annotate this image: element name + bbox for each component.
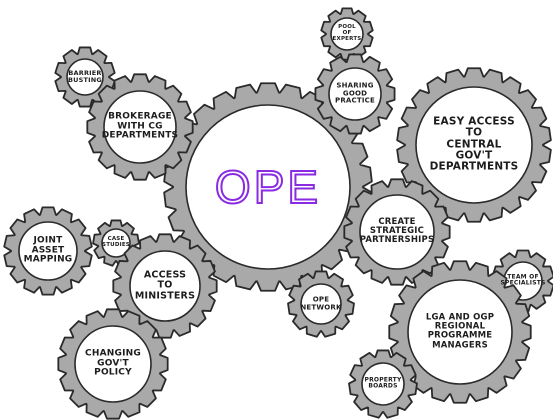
gear-property-boards bbox=[348, 349, 418, 419]
gear-face-hub bbox=[185, 104, 351, 270]
gear-pool-of-experts bbox=[320, 7, 374, 61]
gear-hub bbox=[163, 82, 373, 292]
gear-face-pool-of-experts bbox=[330, 17, 364, 51]
gear-face-access-to-ministers bbox=[129, 250, 201, 322]
gear-label-joint-asset-mapping: JOINT ASSET MAPPING bbox=[23, 235, 73, 265]
gear-label-ope-network: OPE NETWORK bbox=[300, 295, 342, 311]
gear-changing-govt-policy bbox=[57, 308, 169, 420]
gear-joint-asset-mapping bbox=[3, 206, 93, 296]
gear-label-team-of-specialists: TEAM OF SPECIALISTS bbox=[500, 273, 546, 287]
gear-label-pool-of-experts: POOL OF EXPERTS bbox=[332, 24, 362, 42]
gear-face-lga-ogp bbox=[407, 279, 513, 385]
gear-face-easy-access bbox=[415, 86, 533, 204]
gear-face-joint-asset-mapping bbox=[18, 221, 78, 281]
gear-label-access-to-ministers: ACCESS TO MINISTERS bbox=[134, 269, 196, 302]
gear-label-create-strategic-partnerships: CREATE STRATEGIC PARTNERSHIPS bbox=[359, 217, 435, 246]
hub-label: OPE bbox=[214, 161, 322, 213]
gear-access-to-ministers bbox=[112, 233, 218, 339]
gear-face-case-studies bbox=[101, 228, 131, 258]
gear-create-strategic-partnerships bbox=[343, 178, 451, 286]
gear-label-case-studies: CASE STUDIES bbox=[102, 236, 130, 248]
gear-label-property-boards: PROPERTY BOARDS bbox=[364, 376, 402, 390]
gear-face-sharing-good-practice bbox=[328, 67, 382, 121]
gear-label-easy-access: EASY ACCESS TO CENTRAL GOV'T DEPARTMENTS bbox=[429, 115, 519, 173]
gear-label-changing-govt-policy: CHANGING GOV'T POLICY bbox=[85, 348, 141, 378]
gear-face-property-boards bbox=[361, 362, 405, 406]
gear-label-barrier-busting: BARRIER BUSTING bbox=[68, 68, 102, 84]
gear-sharing-good-practice bbox=[314, 53, 396, 135]
gear-easy-access bbox=[396, 67, 552, 223]
gear-face-create-strategic-partnerships bbox=[359, 194, 435, 270]
gear-label-brokerage: BROKERAGE WITH CG DEPARTMENTS bbox=[101, 111, 179, 141]
gear-face-brokerage bbox=[103, 90, 177, 164]
gear-label-lga-ogp: LGA AND OGP REGIONAL PROGRAMME MANAGERS bbox=[425, 312, 495, 351]
gear-brokerage bbox=[86, 73, 194, 181]
gear-ope-network bbox=[287, 270, 355, 338]
gear-label-sharing-good-practice: SHARING GOOD PRACTICE bbox=[335, 81, 375, 105]
gear-face-changing-govt-policy bbox=[74, 325, 152, 403]
gear-face-barrier-busting bbox=[66, 58, 104, 96]
gear-lga-ogp bbox=[388, 260, 532, 404]
gear-face-ope-network bbox=[300, 283, 342, 325]
